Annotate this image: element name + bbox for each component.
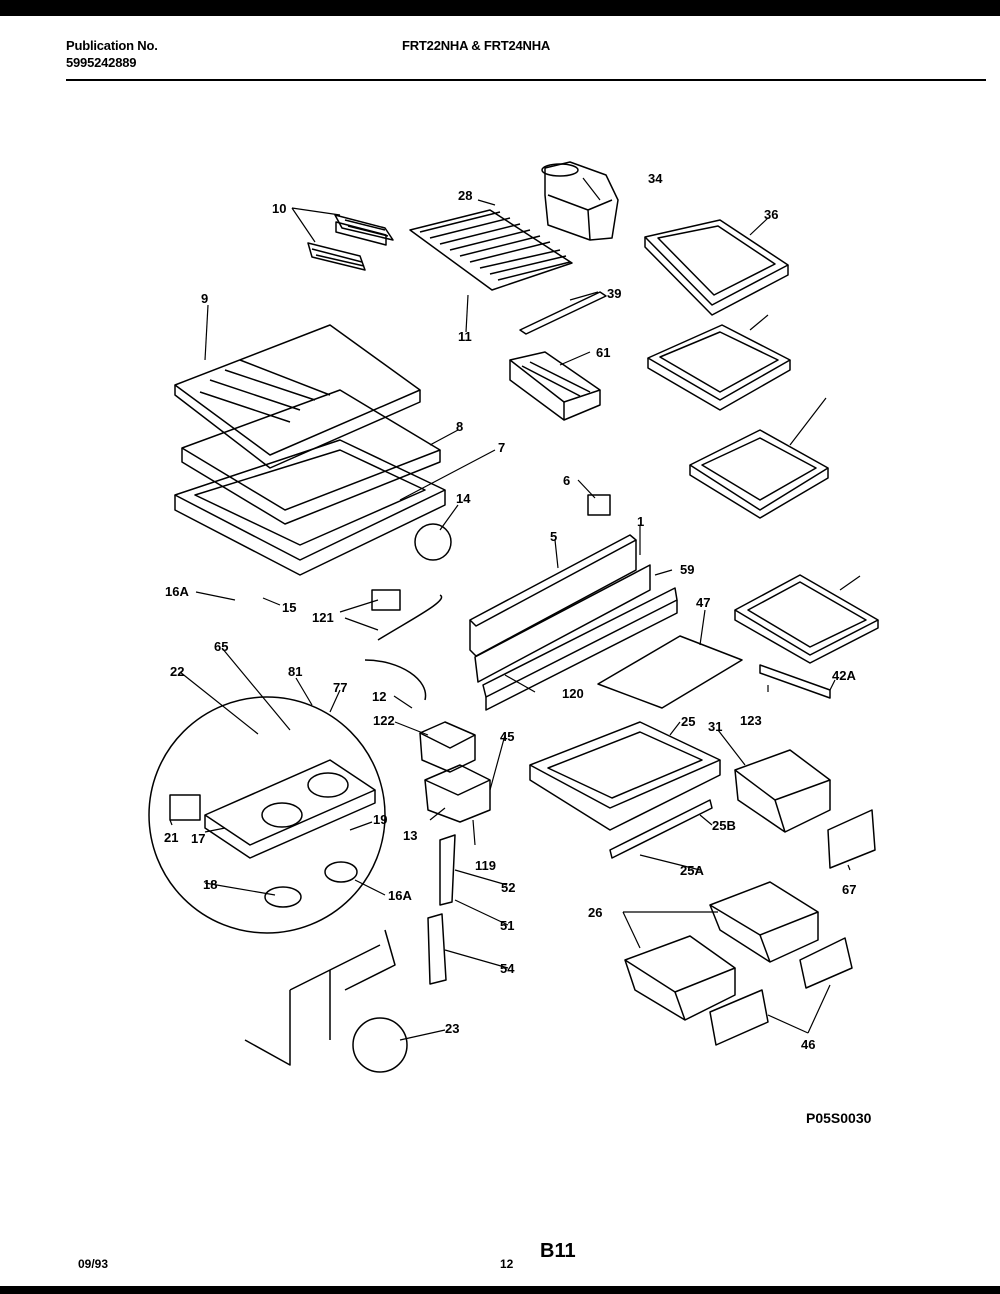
bottom-border — [0, 1286, 1000, 1294]
crisper-pans-drawing — [624, 881, 819, 1021]
part-label: 9 — [201, 291, 208, 306]
part-label: 19 — [373, 812, 387, 827]
part-label: 25B — [712, 818, 736, 833]
part-label: 11 — [458, 329, 472, 344]
cabinet-corner-drawing — [244, 929, 408, 1073]
part-label: 8 — [456, 419, 463, 434]
part-label: 120 — [562, 686, 584, 701]
crisper-glass-drawing — [597, 635, 743, 709]
part-label: 77 — [333, 680, 347, 695]
part-label: 26 — [588, 905, 602, 920]
part-label: 13 — [403, 828, 417, 843]
part-label: 28 — [458, 188, 472, 203]
part-label: 61 — [596, 345, 610, 360]
divider-strips-drawing — [469, 534, 678, 711]
part-label: 12 — [372, 689, 386, 704]
rail-25a-drawing — [609, 799, 713, 859]
detail-14-drawing — [414, 523, 452, 561]
part-label: 45 — [500, 729, 514, 744]
part-label: 123 — [740, 713, 762, 728]
publication-number: 5995242889 — [66, 55, 137, 70]
footer-date: 09/93 — [78, 1257, 109, 1271]
part-label: 42A — [832, 668, 856, 683]
duct-54-drawing — [427, 913, 447, 985]
part-label: 25 — [681, 714, 695, 729]
part-labels: 10 28 34 36 9 11 39 61 8 7 6 5 1 59 47 1… — [164, 171, 856, 1052]
shelf-bracket-drawing — [509, 351, 601, 421]
part-label: 59 — [680, 562, 694, 577]
shelf-rail-drawing — [519, 291, 607, 335]
part-label: 119 — [475, 858, 496, 873]
bracket-6-upper-drawing — [587, 494, 611, 516]
top-border — [0, 0, 1000, 16]
duct-51-drawing — [439, 834, 456, 906]
glass-shelves-drawing — [644, 219, 879, 664]
evaporator-housing-drawing — [419, 721, 491, 823]
model-title: FRT22NHA & FRT24NHA — [402, 38, 551, 53]
bracket-6-lower-drawing — [371, 589, 401, 611]
part-label: 34 — [648, 171, 663, 186]
part-label: 5 — [550, 529, 557, 544]
part-label: 65 — [214, 639, 228, 654]
crisper-cover-frame-drawing — [529, 721, 721, 831]
part-label: 31 — [708, 719, 722, 734]
door-bucket-drawing — [541, 161, 619, 241]
part-label: 23 — [445, 1021, 459, 1036]
part-label: 46 — [801, 1037, 815, 1052]
part-label: 121 — [312, 610, 334, 625]
drawer-front-46a-drawing — [799, 937, 853, 989]
part-label: 14 — [456, 491, 471, 506]
freezer-cover-stack-drawing — [174, 324, 446, 576]
part-label: 22 — [170, 664, 184, 679]
part-label: 1 — [637, 514, 644, 529]
part-label: 6 — [563, 473, 570, 488]
ice-trays-drawing — [307, 214, 394, 271]
cover-67-drawing — [827, 809, 876, 869]
leader-lines — [169, 177, 861, 1041]
part-label: 67 — [842, 882, 856, 897]
footer-section: B11 — [540, 1240, 576, 1262]
part-label: 25A — [680, 863, 704, 878]
part-label: 36 — [764, 207, 778, 222]
part-label: 122 — [373, 713, 395, 728]
wire-shelf-drawing — [409, 209, 573, 291]
part-label: 54 — [500, 961, 515, 976]
part-label: 81 — [288, 664, 302, 679]
part-label: 16A — [165, 584, 189, 599]
part-label: 7 — [498, 440, 505, 455]
part-label: 21 — [164, 830, 178, 845]
pan-31-drawing — [734, 749, 831, 833]
part-label: 18 — [203, 877, 217, 892]
part-label: 51 — [500, 918, 514, 933]
part-label: 39 — [607, 286, 621, 301]
publication-label: Publication No. — [66, 38, 158, 53]
strip-42a-drawing — [759, 664, 831, 699]
part-label: 15 — [282, 600, 296, 615]
part-label: 17 — [191, 831, 205, 846]
tube-121-drawing — [364, 594, 443, 701]
drawer-front-46b-drawing — [709, 989, 769, 1046]
footer-page-number: 12 — [500, 1257, 514, 1271]
fan-assembly-detail-drawing — [148, 696, 386, 934]
part-label: 47 — [696, 595, 710, 610]
part-label: 10 — [272, 201, 286, 216]
drawing-code: P05S0030 — [806, 1110, 872, 1126]
header-rule — [66, 79, 986, 81]
part-label: 16A — [388, 888, 412, 903]
part-label: 52 — [501, 880, 515, 895]
